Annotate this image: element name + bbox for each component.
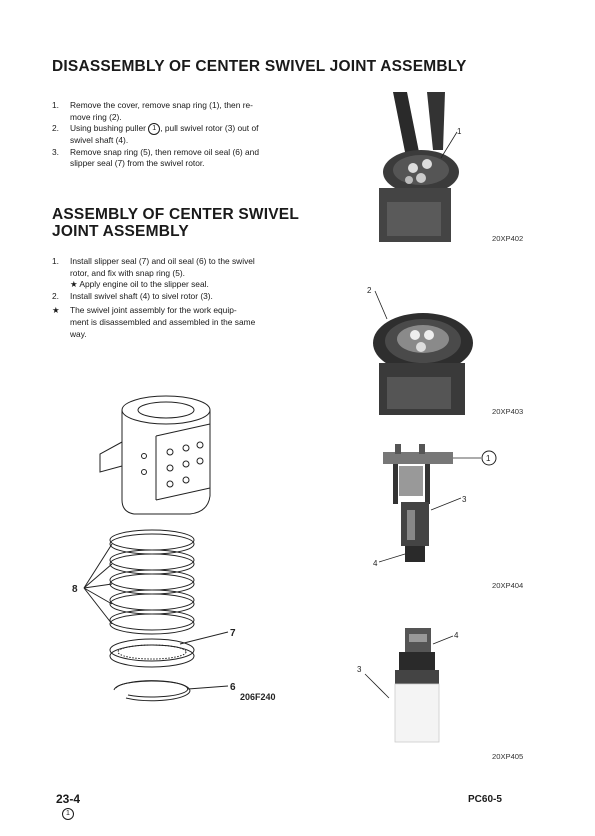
list-item: ★ The swivel joint assembly for the work…: [52, 305, 256, 339]
note: ★ Apply engine oil to the slipper seal.: [70, 279, 209, 290]
callout-7: 7: [230, 628, 236, 639]
callout-3: 3: [462, 495, 467, 504]
list-item: 1. Remove the cover, remove snap ring (1…: [52, 100, 253, 122]
housing-top: [121, 395, 211, 425]
callout-2: 2: [367, 286, 372, 295]
housing-bore: [137, 401, 195, 419]
photo-code: 20XP405: [492, 752, 524, 761]
circled-number: 1: [148, 123, 161, 136]
photo-puller-on-rotor: 1: [365, 92, 480, 247]
callout-4: 4: [373, 559, 378, 568]
diagram-code: 206F240: [240, 692, 276, 702]
callout-1: 1: [486, 454, 491, 463]
list-item: 2. Using bushing puller 1, pull swivel r…: [52, 123, 259, 146]
list-item: 3. Remove snap ring (5), then remove oil…: [52, 146, 259, 169]
photo-code: 20XP404: [492, 581, 524, 590]
list-item: 1. Install slipper seal (7) and oil seal…: [52, 256, 255, 290]
photo-code: 20XP402: [492, 234, 524, 243]
callout-3: 3: [357, 665, 362, 674]
assembly-title: ASSEMBLY OF CENTER SWIVEL JOINT ASSEMBLY: [52, 206, 300, 240]
photo-bushing-puller: 1 3 4: [365, 440, 510, 575]
swivel-joint-diagram: 8 7 6 206F240: [72, 395, 276, 702]
slipper-seal: [109, 638, 195, 668]
list-item: 2. Install swivel shaft (4) to sivel rot…: [52, 290, 213, 301]
photo-snap-ring: 2: [365, 285, 480, 420]
leader-line: [83, 543, 113, 589]
assembly-steps: 1. Install slipper seal (7) and oil seal…: [52, 256, 292, 340]
snap-ring: [113, 680, 191, 702]
callout-1: 1: [457, 127, 462, 136]
photo-code: 20XP403: [492, 407, 524, 416]
page-number: 23-4: [56, 792, 81, 806]
callout-4: 4: [454, 631, 459, 640]
page-revision-mark: 1: [62, 808, 74, 820]
housing-body: [121, 418, 211, 515]
housing-flange: [99, 441, 123, 473]
disassembly-steps: 1. Remove the cover, remove snap ring (1…: [52, 100, 292, 170]
photo-swivel-shaft: 4 3: [355, 620, 470, 750]
callout-8: 8: [72, 584, 78, 595]
disassembly-title: DISASSEMBLY OF CENTER SWIVEL JOINT ASSEM…: [52, 58, 467, 75]
model-code: PC60-5: [468, 794, 502, 805]
seal-rings: [109, 529, 195, 635]
callout-6: 6: [230, 682, 236, 693]
housing-ports: [141, 441, 204, 488]
